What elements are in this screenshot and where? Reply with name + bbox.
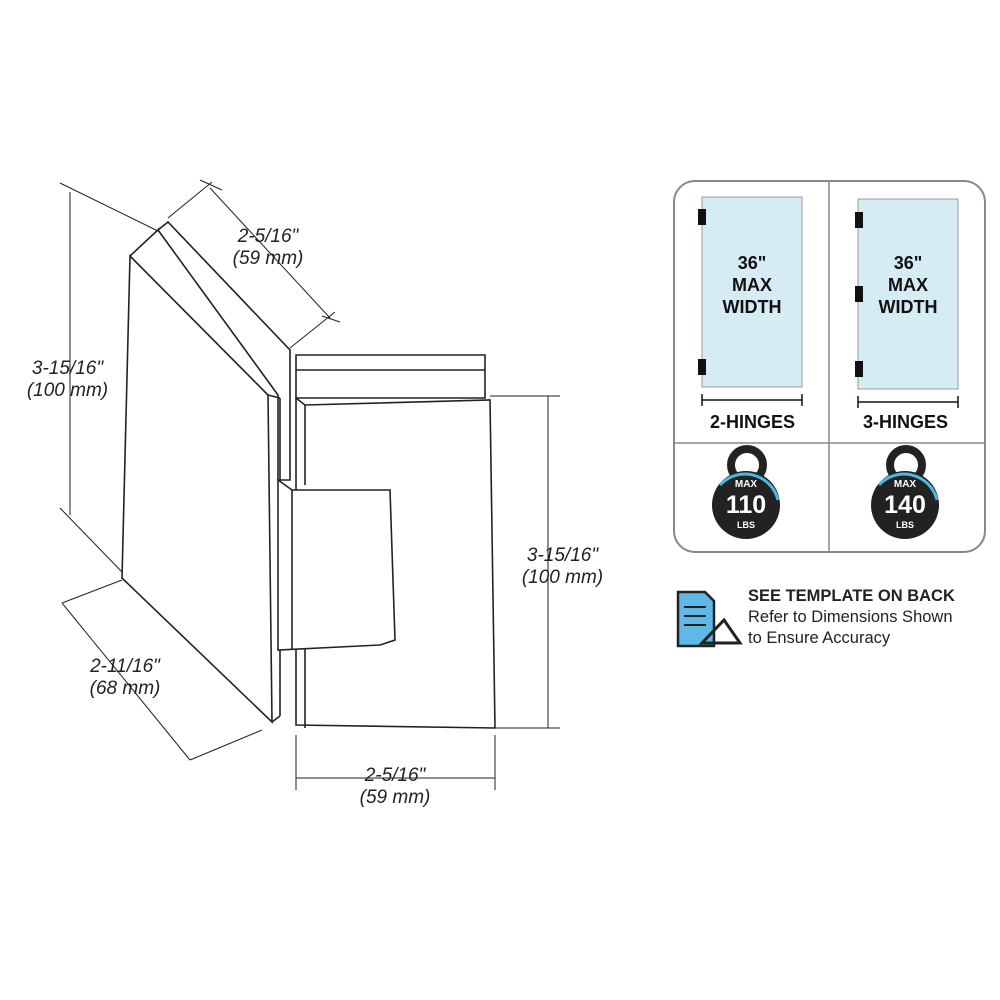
dim-glass-height: 3-15/16"(100 mm) [10, 358, 125, 402]
hinge-top-plate [295, 354, 486, 399]
weight-unit: LBS [896, 520, 914, 530]
template-note: SEE TEMPLATE ON BACK Refer to Dimensions… [748, 586, 955, 649]
glass-line: MAX [888, 275, 928, 295]
glass-line: MAX [732, 275, 772, 295]
dim-metric: (100 mm) [26, 380, 109, 401]
dim-imperial: 2-5/16" [364, 765, 426, 786]
dim-hinge-height: 3-15/16"(100 mm) [505, 545, 620, 589]
weight-value: 110 [725, 491, 767, 519]
dim-imperial: 3-15/16" [526, 545, 599, 566]
weight-unit: LBS [737, 520, 755, 530]
hinge-icon [855, 286, 863, 302]
dim-metric: (59 mm) [232, 248, 304, 269]
weight-value: 140 [884, 491, 926, 519]
template-title: SEE TEMPLATE ON BACK [748, 587, 955, 605]
hinge-icon [855, 212, 863, 228]
dim-imperial: 2-11/16" [90, 656, 160, 677]
dim-hinge-width: 2-5/16"(59 mm) [340, 765, 450, 809]
template-document-icon [676, 590, 743, 648]
weight-label-110: MAX 110 LBS [712, 479, 780, 531]
hinge-icon [698, 359, 706, 375]
template-line: Refer to Dimensions Shown [748, 608, 953, 626]
hinge-icon [855, 361, 863, 377]
weight-label-140: MAX 140 LBS [871, 479, 939, 531]
glass-line: 36" [893, 253, 923, 273]
weight-icon-110 [712, 445, 780, 539]
glass-line: 36" [737, 253, 767, 273]
glass-door-2-hinge [701, 196, 803, 388]
dim-imperial: 2-5/16" [237, 226, 299, 247]
glass-line: WIDTH [722, 297, 782, 317]
template-line: to Ensure Accuracy [748, 629, 891, 647]
hinge-count-2: 2-HINGES [709, 412, 796, 432]
glass-plate-back [156, 220, 291, 481]
weight-icon-140 [871, 445, 939, 539]
weight-max: MAX [734, 479, 758, 490]
weight-max: MAX [893, 479, 917, 490]
dim-metric: (100 mm) [521, 567, 604, 588]
dim-glass-depth: 2-5/16"(59 mm) [218, 226, 318, 270]
hinge-count-3: 3-HINGES [862, 412, 949, 432]
glass-line: WIDTH [878, 297, 938, 317]
dim-glass-width: 2-11/16"(68 mm) [70, 656, 180, 700]
dim-metric: (59 mm) [359, 787, 431, 808]
dim-metric: (68 mm) [89, 678, 161, 699]
hinge-icon [698, 209, 706, 225]
hinge-knuckle [277, 478, 396, 651]
spec-panel [673, 180, 986, 553]
dim-imperial: 3-15/16" [31, 358, 104, 379]
